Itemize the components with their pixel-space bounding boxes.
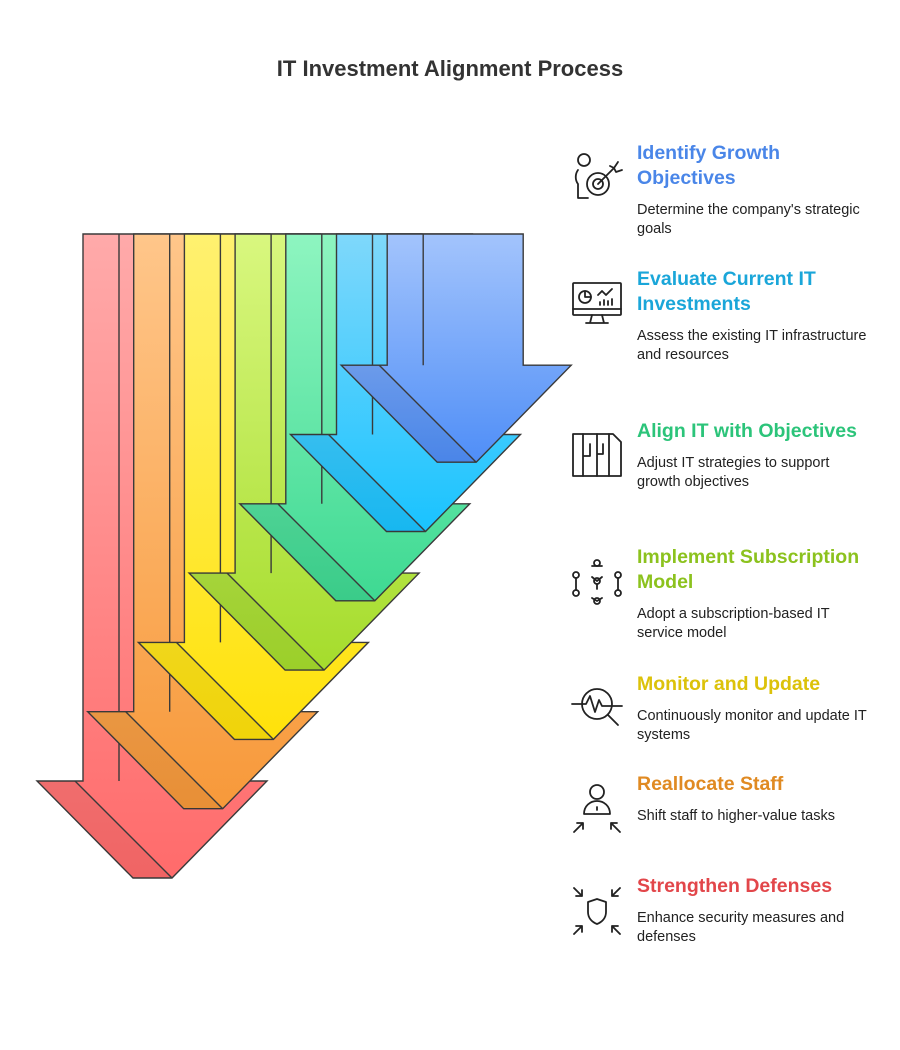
step-description: Adjust IT strategies to support growth o… xyxy=(637,455,830,490)
arrow-fold-face xyxy=(341,365,477,463)
person-target-icon xyxy=(568,148,626,206)
step-description: Shift staff to higher-value tasks xyxy=(637,808,836,824)
arrow-fold-line xyxy=(175,641,274,740)
arrow-fold-face xyxy=(37,781,172,878)
step-6: Reallocate Staff Shift staff to higher-v… xyxy=(637,772,867,826)
step-title: Evaluate Current IT Investments xyxy=(637,268,816,315)
step-1: Identify Growth Objectives Determine the… xyxy=(637,141,867,239)
step-title: Identify Growth Objectives xyxy=(637,142,780,189)
step-title: Monitor and Update xyxy=(637,673,821,695)
arrow-fold-line xyxy=(125,711,224,810)
arrow-1 xyxy=(339,233,573,463)
step-title: Align IT with Objectives xyxy=(637,420,857,442)
shield-arrows-icon xyxy=(568,882,626,940)
step-title: Implement Subscription Model xyxy=(637,546,860,593)
step-2: Evaluate Current IT Investments Assess t… xyxy=(637,267,867,365)
arrow-fold-face xyxy=(239,503,375,601)
diagram-title: IT Investment Alignment Process xyxy=(276,56,624,81)
network-nodes-icon xyxy=(568,553,626,611)
step-description: Adopt a subscription-based IT service mo… xyxy=(637,606,830,641)
arrow-fold-line xyxy=(378,364,477,463)
step-5: Monitor and Update Continuously monitor … xyxy=(637,672,867,745)
step-title: Reallocate Staff xyxy=(637,773,784,795)
arrow-fold-line xyxy=(74,780,173,879)
step-description: Continuously monitor and update IT syste… xyxy=(637,708,867,743)
step-description: Determine the company's strategic goals xyxy=(637,202,860,237)
arrow-fold-face xyxy=(189,573,325,671)
arrow-fold-face xyxy=(290,434,426,532)
step-4: Implement Subscription Model Adopt a sub… xyxy=(637,545,867,643)
step-description: Assess the existing IT infrastructure an… xyxy=(637,328,867,363)
arrow-fold-line xyxy=(226,572,325,671)
person-arrows-icon xyxy=(568,780,626,838)
monitor-chart-icon xyxy=(568,275,626,333)
step-3: Align IT with Objectives Adjust IT strat… xyxy=(637,419,867,492)
step-description: Enhance security measures and defenses xyxy=(637,910,845,945)
step-7: Strengthen Defenses Enhance security mea… xyxy=(637,874,867,947)
step-title: Strengthen Defenses xyxy=(637,875,833,897)
arrow-fold-line xyxy=(277,503,376,602)
arrow-fold-line xyxy=(328,434,426,532)
magnifier-pulse-icon xyxy=(568,678,626,736)
arrow-fold-face xyxy=(138,642,274,740)
aligned-columns-icon xyxy=(568,426,626,484)
arrow-fold-face xyxy=(87,711,223,809)
